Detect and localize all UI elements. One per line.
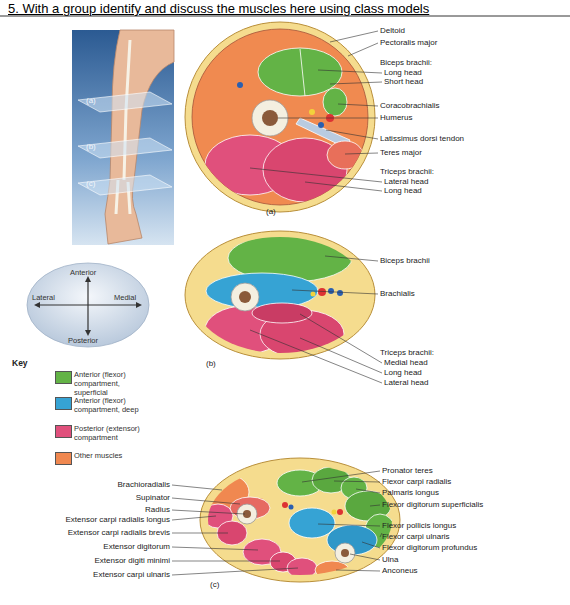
section-c	[200, 458, 400, 582]
part-label: Flexor digitorum superficialis	[382, 500, 483, 510]
part-label: Teres major	[380, 148, 422, 158]
legend-text: Anterior (flexor) compartment, superfici…	[74, 370, 154, 397]
leader-lines	[172, 31, 382, 575]
part-label: Latissimus dorsi tendon	[380, 134, 464, 144]
legend-swatch	[55, 452, 72, 465]
part-label: Biceps brachii:	[380, 58, 432, 68]
part-label: Deltoid	[380, 26, 405, 36]
part-label: Long head	[384, 368, 422, 378]
part-label: Flexor digitorum profundus	[382, 543, 477, 553]
arm-illustration	[72, 30, 174, 245]
part-label: (c)	[86, 179, 95, 189]
part-label: Triceps brachii:	[380, 167, 434, 177]
part-label: Extensor carpi radialis brevis	[10, 528, 170, 538]
legend-text: Anterior (flexor) compartment, deep	[74, 396, 154, 414]
part-label: Brachialis	[380, 289, 415, 299]
direction-label: Posterior	[68, 336, 98, 345]
part-label: Supinator	[10, 493, 170, 503]
legend-swatch	[55, 425, 72, 438]
part-label: Flexor carpi ulnaris	[382, 532, 450, 542]
part-label: Pectoralis major	[380, 38, 437, 48]
direction-label: Lateral	[32, 293, 55, 302]
legend-row: Other muscles	[55, 451, 160, 475]
part-label: Pronator teres	[382, 466, 433, 476]
part-label: (c)	[210, 580, 219, 590]
direction-label: Anterior	[70, 268, 96, 277]
part-label: Extensor carpi radialis longus	[10, 515, 170, 525]
direction-label: Medial	[114, 293, 136, 302]
part-label: Coracobrachialis	[380, 101, 440, 111]
orientation-oval: AnteriorLateral MedialPosterior	[26, 262, 150, 348]
part-label: Radius	[10, 505, 170, 515]
part-label: Lateral head	[384, 177, 428, 187]
part-label: (b)	[86, 142, 96, 152]
part-label: (a)	[266, 207, 276, 217]
part-label: Extensor carpi ulnaris	[10, 570, 170, 580]
part-label: Long head	[384, 68, 422, 78]
page-title: 5. With a group identify and discuss the…	[8, 1, 429, 16]
part-label: Triceps brachii:	[380, 348, 434, 358]
part-label: Ulna	[382, 555, 398, 565]
part-label: Medial head	[384, 358, 428, 368]
part-label: Biceps brachii	[380, 256, 430, 266]
legend-row: Anterior (flexor) compartment, deep	[55, 396, 160, 420]
section-a	[185, 22, 375, 212]
part-label: Anconeus	[382, 566, 418, 576]
part-label: Long head	[384, 186, 422, 196]
legend-text: Posterior (extensor) compartment	[74, 424, 154, 442]
part-label: Flexor carpi radialis	[382, 477, 451, 487]
section-b	[185, 231, 375, 359]
part-label: Extensor digitorum	[10, 542, 170, 552]
legend-row: Anterior (flexor) compartment, superfici…	[55, 370, 160, 394]
legend-text: Other muscles	[74, 451, 154, 460]
legend-swatch	[55, 371, 72, 384]
part-label: (a)	[86, 96, 96, 106]
part-label: Lateral head	[384, 378, 428, 388]
part-label: Short head	[384, 77, 423, 87]
part-label: Humerus	[380, 113, 412, 123]
part-label: Brachioradialis	[10, 480, 170, 490]
legend-swatch	[55, 397, 72, 410]
part-label: Palmaris longus	[382, 488, 439, 498]
part-label: (b)	[206, 359, 216, 369]
legend-row: Posterior (extensor) compartment	[55, 424, 160, 448]
key-heading: Key	[12, 358, 28, 368]
part-label: Extensor digiti minimi	[10, 556, 170, 566]
part-label: Flexor pollicis longus	[382, 521, 456, 531]
